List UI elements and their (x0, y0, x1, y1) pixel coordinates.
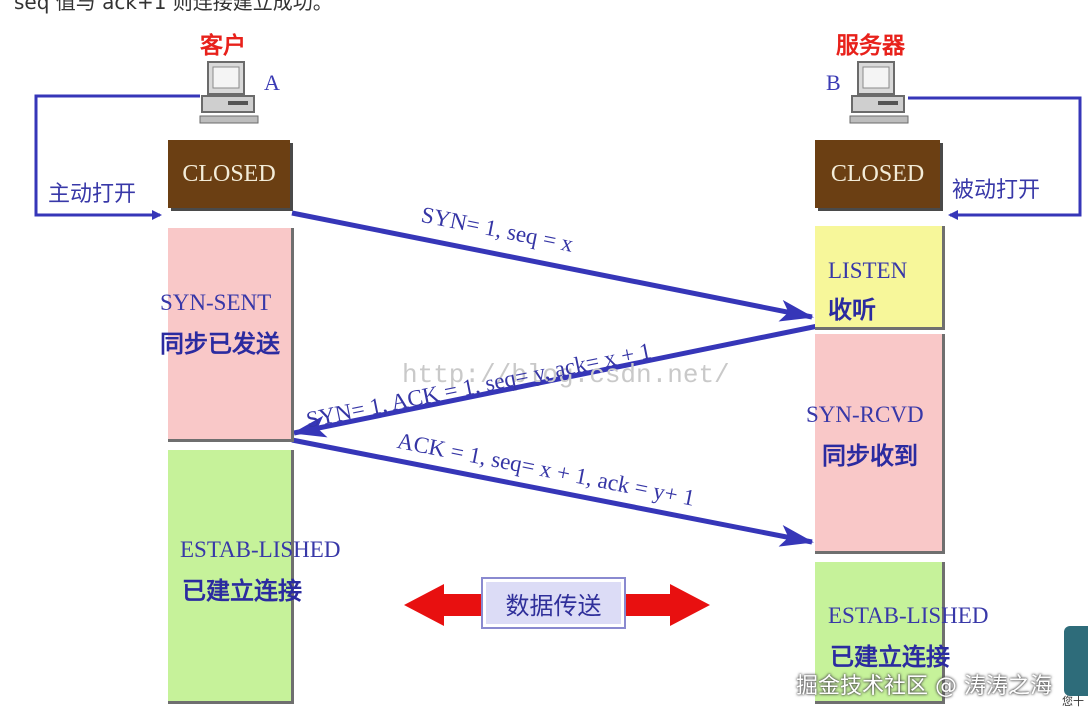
server-syn-rcvd-en: SYN-RCVD (806, 402, 924, 427)
server-open-label: 被动打开 (952, 178, 1041, 203)
server-open-loop (908, 96, 1082, 220)
server-listen-block (815, 226, 945, 330)
client-established-cn: 已建立连接 (182, 577, 302, 605)
ack-arrow (291, 437, 814, 547)
client-established-block (168, 450, 294, 704)
side-tab[interactable] (1064, 626, 1088, 696)
server-listen-cn: 收听 (828, 296, 876, 324)
watermark: http://blog.csdn.net/ (402, 360, 730, 390)
server-closed-state: CLOSED (815, 140, 940, 208)
client-established-en: ESTAB-LISHED (180, 537, 341, 562)
server-established-cn: 已建立连接 (830, 643, 950, 671)
client-computer-icon (199, 61, 259, 124)
client-open-loop (34, 94, 200, 220)
server-computer-icon (849, 61, 909, 124)
client-role-title: 客户 (200, 33, 246, 59)
client-syn-sent-block (168, 228, 294, 442)
side-tab-text: 您十 (1062, 695, 1084, 708)
server-syn-rcvd-cn: 同步收到 (822, 442, 918, 470)
client-syn-sent-cn: 同步已发送 (160, 330, 280, 358)
server-established-block (815, 562, 945, 704)
server-listen-en: LISTEN (828, 258, 908, 283)
header-text: seq 值与 ack+1 则连接建立成功。 (14, 0, 333, 14)
client-letter: A (264, 70, 280, 95)
syn-ack-arrow (292, 323, 819, 438)
server-established-en: ESTAB-LISHED (828, 603, 989, 628)
client-syn-sent-en: SYN-SENT (160, 290, 272, 315)
server-role-title: 服务器 (836, 33, 905, 59)
client-open-label: 主动打开 (48, 182, 137, 207)
data-transfer-label: 数据传送 (481, 577, 626, 629)
footer-credit: 掘金技术社区 @ 涛涛之海 (796, 674, 1052, 699)
server-letter: B (826, 70, 841, 95)
server-syn-rcvd-block (815, 334, 945, 554)
client-closed-state: CLOSED (168, 140, 290, 208)
syn-arrow (291, 210, 814, 322)
